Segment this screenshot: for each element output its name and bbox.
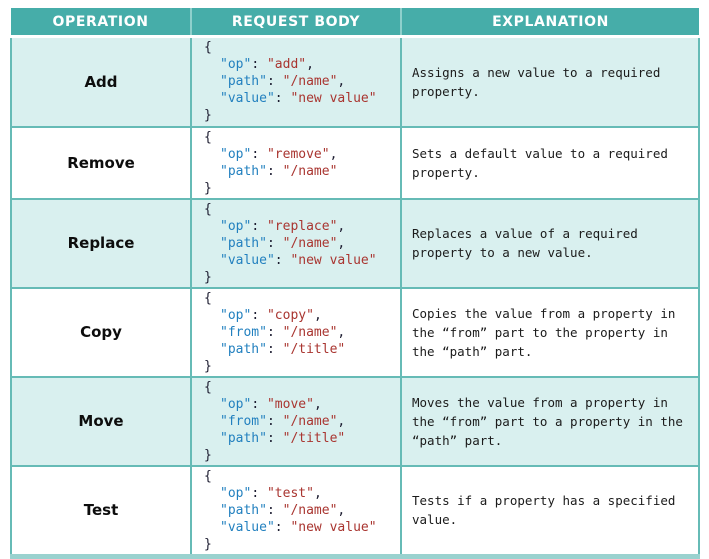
json-patch-table-wrapper: OPERATION REQUEST BODY EXPLANATION Add {…: [10, 8, 700, 559]
json-patch-operations-table: OPERATION REQUEST BODY EXPLANATION Add {…: [10, 8, 700, 559]
json-close-brace: }: [204, 536, 212, 552]
json-line: "op": "test",: [220, 485, 322, 501]
column-header-request-body: REQUEST BODY: [191, 8, 402, 38]
request-body-cell: { "op": "add", "path": "/name", "value":…: [190, 35, 402, 128]
json-line: "op": "move",: [220, 396, 322, 412]
json-open-brace: {: [204, 379, 212, 395]
json-close-brace: }: [204, 447, 212, 463]
table-row-remove: Remove { "op": "remove", "path": "/name"…: [10, 125, 700, 200]
table-row-move: Move { "op": "move", "from": "/name", "p…: [10, 375, 700, 467]
explanation-text: Replaces a value of a required property …: [412, 226, 638, 260]
column-header-operation: OPERATION: [11, 8, 192, 38]
request-body-cell: { "op": "test", "path": "/name", "value"…: [190, 464, 402, 559]
table-header-row: OPERATION REQUEST BODY EXPLANATION: [11, 8, 699, 38]
operation-label: Remove: [67, 153, 135, 172]
json-line: "op": "remove",: [220, 146, 338, 162]
explanation-cell: Replaces a value of a required property …: [400, 197, 700, 289]
json-line: "op": "add",: [220, 57, 314, 72]
explanation-cell: Sets a default value to a required prope…: [400, 125, 700, 200]
json-open-brace: {: [204, 40, 212, 55]
table-row-copy: Copy { "op": "copy", "from": "/name", "p…: [10, 286, 700, 378]
json-open-brace: {: [204, 468, 212, 484]
json-line: "from": "/name",: [220, 413, 346, 429]
json-close-brace: }: [204, 358, 212, 374]
request-body-cell: { "op": "move", "from": "/name", "path":…: [190, 375, 402, 467]
json-line: "path": "/name",: [220, 502, 346, 518]
json-line: "value": "new value": [220, 91, 377, 106]
table-row-replace: Replace { "op": "replace", "path": "/nam…: [10, 197, 700, 289]
json-line: "from": "/name",: [220, 324, 346, 340]
table-row-test: Test { "op": "test", "path": "/name", "v…: [10, 464, 700, 559]
json-line: "path": "/title": [220, 430, 346, 446]
table-row-add: Add { "op": "add", "path": "/name", "val…: [10, 35, 700, 128]
operation-label: Replace: [67, 234, 135, 252]
json-line: "op": "copy",: [220, 307, 322, 323]
json-close-brace: }: [204, 108, 212, 123]
json-close-brace: }: [204, 269, 212, 285]
json-open-brace: {: [204, 129, 212, 145]
operation-cell: Add: [10, 35, 192, 128]
json-line: "path": "/name",: [220, 74, 346, 89]
operation-cell: Remove: [10, 125, 192, 200]
request-body-cell: { "op": "remove", "path": "/name" }: [190, 125, 402, 200]
json-code: { "op": "add", "path": "/name", "value":…: [192, 38, 400, 125]
operation-cell: Test: [10, 464, 192, 559]
json-line: "value": "new value": [220, 519, 377, 535]
operation-cell: Replace: [10, 197, 192, 289]
json-code: { "op": "replace", "path": "/name", "val…: [192, 200, 400, 287]
operation-label: Move: [78, 412, 124, 430]
operation-label: Copy: [80, 323, 122, 341]
json-line: "op": "replace",: [220, 218, 346, 234]
explanation-text: Assigns a new value to a required proper…: [412, 64, 661, 99]
explanation-cell: Moves the value from a property in the “…: [400, 375, 700, 467]
request-body-cell: { "op": "replace", "path": "/name", "val…: [190, 197, 402, 289]
operation-label: Add: [84, 72, 118, 91]
explanation-cell: Tests if a property has a specified valu…: [400, 464, 700, 559]
json-open-brace: {: [204, 201, 212, 217]
json-line: "value": "new value": [220, 252, 377, 268]
explanation-cell: Copies the value from a property in the …: [400, 286, 700, 378]
explanation-text: Copies the value from a property in the …: [412, 305, 676, 359]
explanation-text: Moves the value from a property in the “…: [412, 394, 683, 448]
operation-cell: Move: [10, 375, 192, 467]
json-code: { "op": "copy", "from": "/name", "path":…: [192, 289, 400, 376]
explanation-text: Tests if a property has a specified valu…: [412, 493, 676, 527]
json-close-brace: }: [204, 180, 212, 196]
explanation-text: Sets a default value to a required prope…: [412, 145, 668, 180]
json-code: { "op": "move", "from": "/name", "path":…: [192, 378, 400, 465]
request-body-cell: { "op": "copy", "from": "/name", "path":…: [190, 286, 402, 378]
json-code: { "op": "test", "path": "/name", "value"…: [192, 467, 400, 554]
json-code: { "op": "remove", "path": "/name" }: [192, 128, 400, 198]
explanation-cell: Assigns a new value to a required proper…: [400, 35, 700, 128]
operation-label: Test: [83, 501, 119, 519]
json-line: "path": "/title": [220, 341, 346, 357]
json-line: "path": "/name": [220, 163, 338, 179]
json-open-brace: {: [204, 290, 212, 306]
column-header-explanation: EXPLANATION: [401, 8, 699, 38]
operation-cell: Copy: [10, 286, 192, 378]
json-line: "path": "/name",: [220, 235, 346, 251]
